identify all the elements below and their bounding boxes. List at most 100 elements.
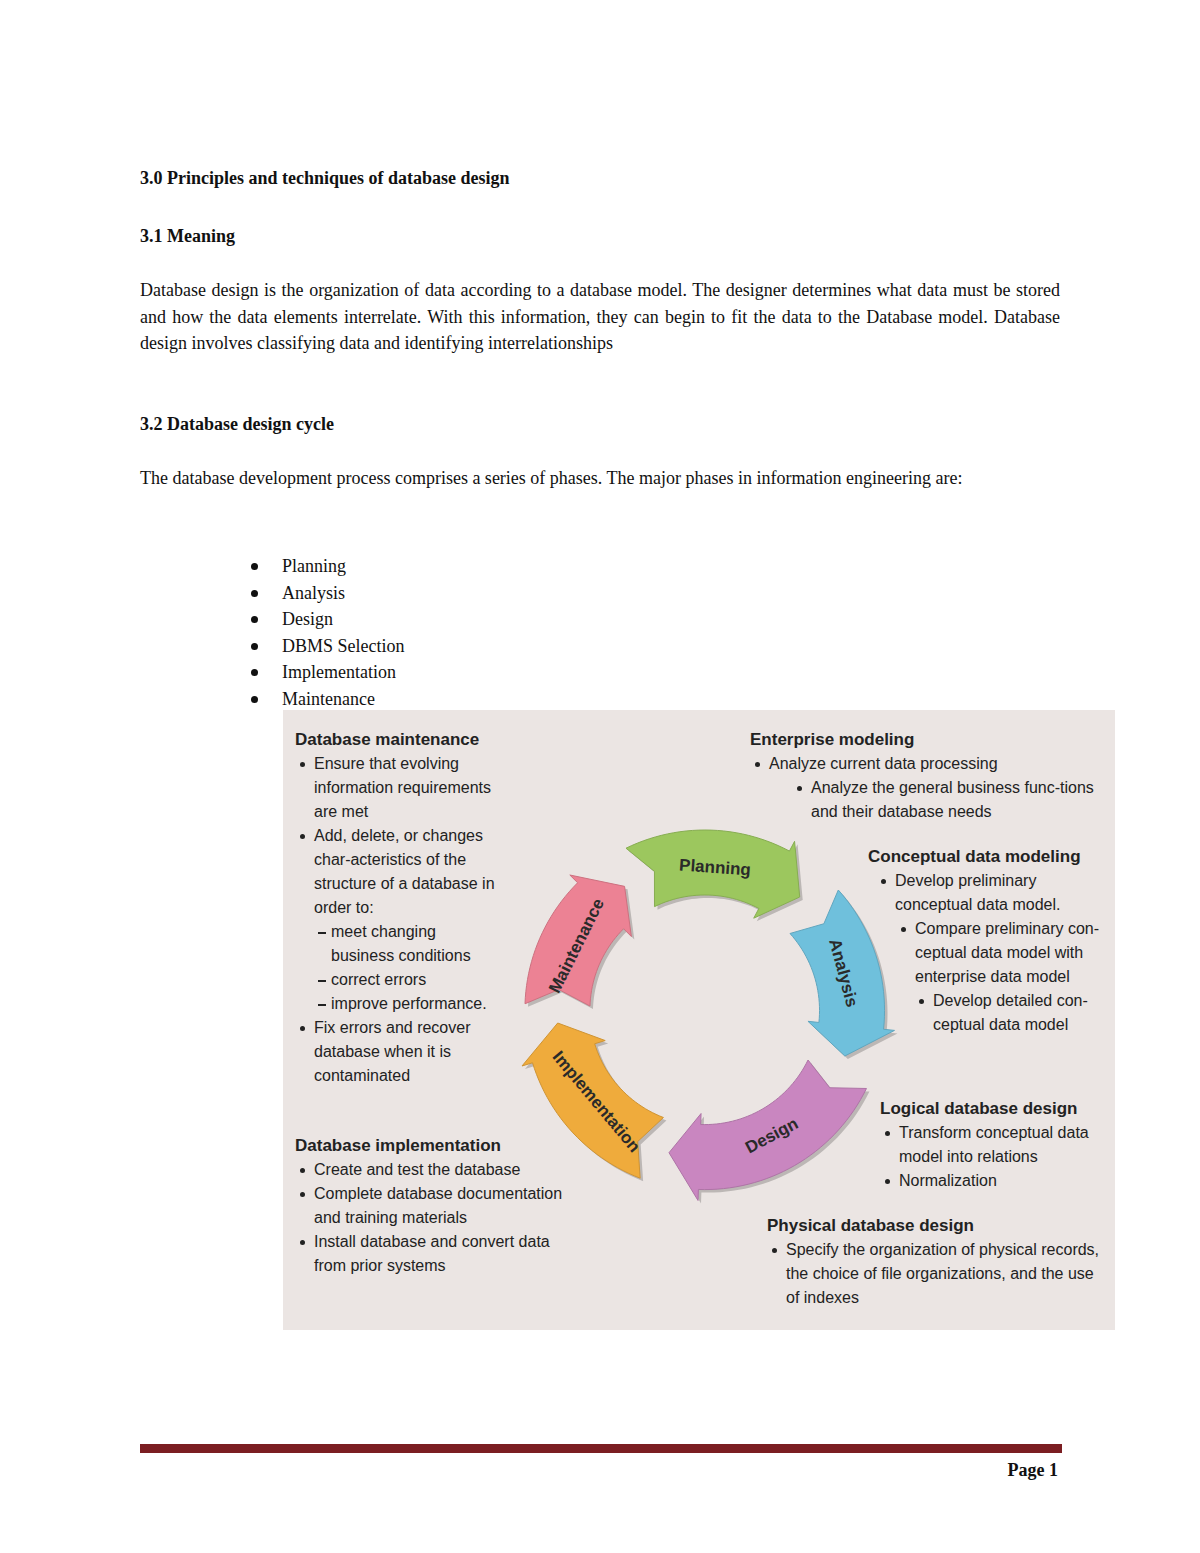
bullet-dot xyxy=(797,786,802,791)
stage-heading-row: Conceptual data modeling xyxy=(868,845,1108,869)
bullet-item: Fix errors and recover database when it … xyxy=(295,1016,500,1088)
bullet-item: Analyze current data processing xyxy=(750,752,1095,776)
bullet-item: Specify the organization of physical rec… xyxy=(767,1238,1107,1310)
paragraph: The database development process compris… xyxy=(140,465,1060,492)
list-item: Implementation xyxy=(282,659,682,686)
bullet-item: Complete database documentation and trai… xyxy=(295,1182,585,1230)
stage-heading: Database maintenance xyxy=(295,728,500,752)
bullet-item: Create and test the database xyxy=(295,1158,585,1182)
bullet-dot xyxy=(300,762,305,767)
bullet-item: correct errors xyxy=(314,968,500,992)
list-bullet xyxy=(251,616,258,623)
stage-description: Physical database designSpecify the orga… xyxy=(767,1214,1107,1310)
bullet-item: Install database and convert data from p… xyxy=(295,1230,585,1278)
arrow-body xyxy=(522,1023,663,1178)
bullet-text: meet changing business conditions xyxy=(331,920,500,968)
list-item: Planning xyxy=(282,553,682,580)
paragraph: Database design is the organization of d… xyxy=(140,277,1060,357)
bullet-item: Transform conceptual data model into rel… xyxy=(880,1121,1110,1169)
stage-description: Enterprise modelingAnalyze current data … xyxy=(750,728,1095,824)
cycle-arrow: Design xyxy=(663,1054,872,1206)
bullet-dot xyxy=(300,1168,305,1173)
bullet-text: Complete database documentation and trai… xyxy=(314,1182,585,1230)
stage-heading: Logical database design xyxy=(880,1097,1110,1121)
section-heading: 3.1 Meaning xyxy=(140,223,1060,250)
bullet-dot xyxy=(881,879,886,884)
list-item: Analysis xyxy=(282,580,682,607)
bullet-dot xyxy=(885,1131,890,1136)
arrow-body xyxy=(525,875,631,1006)
stage-heading-row: Logical database design xyxy=(880,1097,1110,1121)
list-item: Maintenance xyxy=(282,686,682,713)
bullet-dot xyxy=(901,927,906,932)
bullet-dot xyxy=(300,1026,305,1031)
bullet-text: Install database and convert data from p… xyxy=(314,1230,585,1278)
bullet-text: Compare preliminary con-ceptual data mod… xyxy=(915,917,1108,989)
list-bullet xyxy=(251,696,258,703)
bullet-item: Ensure that evolving information require… xyxy=(295,752,500,824)
page-number: Page 1 xyxy=(900,1457,1058,1484)
stage-heading-row: Physical database design xyxy=(767,1214,1107,1238)
bullet-dot xyxy=(885,1179,890,1184)
figure-panel xyxy=(283,710,1115,1330)
list-item: Design xyxy=(282,606,682,633)
stage-heading-row: Database maintenance xyxy=(295,728,500,752)
bullet-item: Develop detailed con-ceptual data model xyxy=(914,989,1108,1037)
bullet-item: Normalization xyxy=(880,1169,1110,1193)
bullet-dot xyxy=(919,999,924,1004)
stage-heading-row: Enterprise modeling xyxy=(750,728,1095,752)
bullet-text: Analyze the general business func-tions … xyxy=(811,776,1095,824)
arrow-body xyxy=(790,890,894,1056)
footer-rule xyxy=(140,1444,1062,1453)
bullet-text: Add, delete, or changes char-acteristics… xyxy=(314,824,500,920)
stage-heading-row: Database implementation xyxy=(295,1134,585,1158)
bullet-dash xyxy=(318,980,326,982)
stage-description: Conceptual data modelingDevelop prelimin… xyxy=(868,845,1108,1037)
stage-description: Database maintenanceEnsure that evolving… xyxy=(295,728,500,1088)
bullet-text: correct errors xyxy=(331,968,500,992)
list-bullet xyxy=(251,563,258,570)
cycle-arrow: Planning xyxy=(620,824,806,924)
bullet-text: Develop detailed con-ceptual data model xyxy=(933,989,1108,1037)
bullet-dash xyxy=(318,1004,326,1006)
cycle-arrow: Maintenance xyxy=(519,869,637,1012)
cycle-arrow: Analysis xyxy=(784,884,900,1062)
bullet-dot xyxy=(772,1248,777,1253)
arrow-body xyxy=(626,830,800,918)
stage-description: Database implementationCreate and test t… xyxy=(295,1134,585,1278)
bullet-dot xyxy=(755,762,760,767)
bullet-item: Develop preliminary conceptual data mode… xyxy=(876,869,1108,917)
bullet-text: Develop preliminary conceptual data mode… xyxy=(895,869,1108,917)
page-title: 3.0 Principles and techniques of databas… xyxy=(140,165,1060,192)
stage-heading: Physical database design xyxy=(767,1214,1107,1238)
bullet-text: improve performance. xyxy=(331,992,500,1016)
bullet-item: Add, delete, or changes char-acteristics… xyxy=(295,824,500,920)
bullet-dash xyxy=(318,932,326,934)
bullet-text: Specify the organization of physical rec… xyxy=(786,1238,1107,1310)
bullet-dot xyxy=(300,1192,305,1197)
stage-heading: Conceptual data modeling xyxy=(868,845,1108,869)
list-bullet xyxy=(251,669,258,676)
bullet-text: Create and test the database xyxy=(314,1158,585,1182)
list-bullet xyxy=(251,590,258,597)
stage-heading: Enterprise modeling xyxy=(750,728,1095,752)
bullet-text: Transform conceptual data model into rel… xyxy=(899,1121,1110,1169)
bullet-text: Ensure that evolving information require… xyxy=(314,752,500,824)
bullet-item: improve performance. xyxy=(314,992,500,1016)
bullet-item: meet changing business conditions xyxy=(314,920,500,968)
arrow-body xyxy=(669,1060,866,1200)
bullet-dot xyxy=(300,1240,305,1245)
stage-description: Logical database designTransform concept… xyxy=(880,1097,1110,1193)
list-item: DBMS Selection xyxy=(282,633,682,660)
bullet-text: Fix errors and recover database when it … xyxy=(314,1016,500,1088)
list-bullet xyxy=(251,643,258,650)
bullet-text: Analyze current data processing xyxy=(769,752,1095,776)
bullet-item: Compare preliminary con-ceptual data mod… xyxy=(896,917,1108,989)
cycle-arrow: Implementation xyxy=(516,1017,669,1184)
bullet-text: Normalization xyxy=(899,1169,1110,1193)
bullet-dot xyxy=(300,834,305,839)
stage-heading: Database implementation xyxy=(295,1134,585,1158)
section-heading: 3.2 Database design cycle xyxy=(140,411,1060,438)
bullet-item: Analyze the general business func-tions … xyxy=(792,776,1095,824)
